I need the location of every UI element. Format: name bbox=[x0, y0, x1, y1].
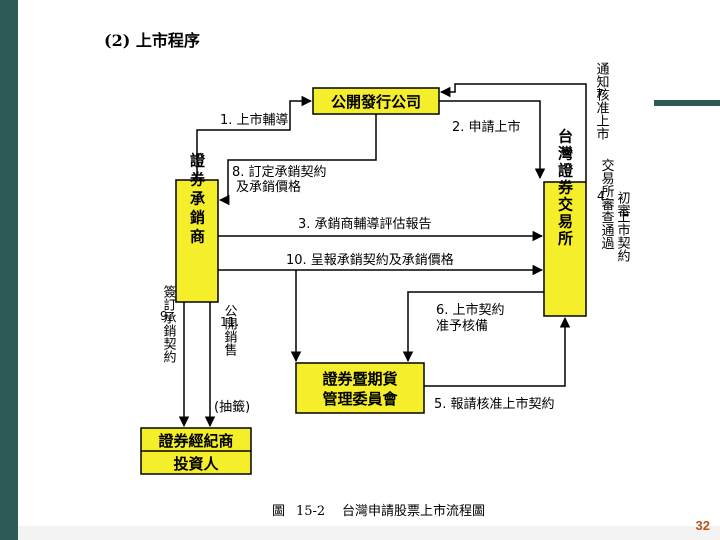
node-sfc-line2: 管理委員會 bbox=[322, 390, 398, 408]
slide-right-accent-bar bbox=[654, 100, 720, 106]
edge-9-label: 簽訂承銷契約 bbox=[161, 284, 177, 363]
slide-left-band bbox=[0, 0, 18, 540]
edge-2-arrow bbox=[439, 100, 546, 180]
section-title: (2) 上市程序 bbox=[104, 31, 200, 50]
edge-6-label-line2: 准予核備 bbox=[436, 318, 488, 334]
edge-8-label-line1: 8. 訂定承銷契約 bbox=[232, 164, 327, 180]
node-investor: 投資人 bbox=[173, 455, 219, 473]
node-underwriter: 證券承銷商 bbox=[188, 152, 206, 248]
node-sfc-line1: 證券暨期貨 bbox=[322, 370, 397, 388]
edge-5-label: 5. 報請核准上市契約 bbox=[434, 396, 555, 412]
node-sfc-box bbox=[295, 362, 425, 414]
edge-7-num: 7. bbox=[596, 87, 607, 101]
edge-7-label: 通知核准上市 bbox=[594, 62, 610, 140]
edge-5-arrow bbox=[424, 316, 571, 387]
node-exchange: 台灣證券交易所 bbox=[556, 128, 574, 248]
page-number: 32 bbox=[695, 518, 710, 533]
edge-1-arrow bbox=[196, 95, 313, 180]
caption-label: 圖 bbox=[272, 504, 285, 519]
node-exchange-box bbox=[543, 181, 587, 317]
edge-4-body: 交易所審查通過 bbox=[599, 158, 615, 251]
edge-6-arrow bbox=[402, 291, 544, 363]
edge-8-arrow bbox=[218, 114, 377, 206]
edge-3-label: 3. 承銷商輔導評估報告 bbox=[298, 216, 432, 232]
edge-9-num: 9. bbox=[160, 309, 171, 323]
node-underwriter-box bbox=[175, 179, 219, 303]
edge-1-label: 1. 上市輔導 bbox=[220, 112, 289, 128]
edge-4-num: 4. bbox=[597, 189, 608, 203]
edge-4-text: 初審 bbox=[615, 191, 631, 218]
edge-4-tail: 上市契約 bbox=[615, 210, 631, 262]
node-broker: 證券經紀商 bbox=[158, 432, 233, 450]
edge-11-num: 11. bbox=[220, 315, 239, 329]
edge-6-label-line1: 6. 上市契約 bbox=[436, 302, 505, 318]
caption-number: 15-2 bbox=[296, 504, 325, 519]
edge-11-label: 公開銷售 bbox=[222, 304, 238, 356]
edge-10-label: 10. 呈報承銷契約及承銷價格 bbox=[286, 252, 454, 268]
edge-11-tail: (抽籤) bbox=[214, 400, 250, 415]
node-issuer: 公開發行公司 bbox=[331, 93, 421, 111]
edge-7-arrow bbox=[439, 83, 587, 182]
slide-bottom-band bbox=[18, 526, 720, 540]
edge-8-label-line2: 及承銷價格 bbox=[236, 179, 301, 195]
edge-2-label: 2. 申請上市 bbox=[452, 119, 521, 135]
caption-text: 台灣申請股票上市流程圖 bbox=[342, 503, 485, 519]
